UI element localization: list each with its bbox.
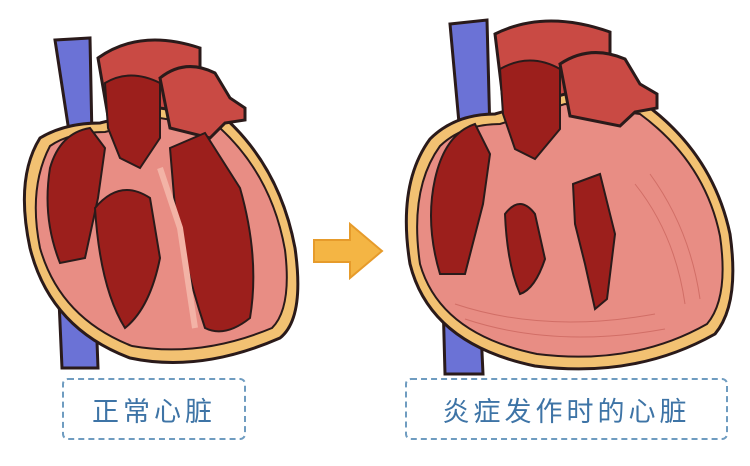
right-left-atrium — [498, 59, 561, 161]
right-right-atrium — [430, 122, 492, 275]
caption-normal-heart: 正常心脏 — [62, 378, 246, 440]
left-septum — [157, 167, 198, 329]
inflamed-heart-illustration — [404, 18, 735, 376]
normal-heart-illustration — [22, 36, 300, 370]
right-pulmonary-trunk — [558, 51, 659, 128]
left-left-atrium — [103, 74, 161, 170]
right-heart-muscle — [416, 102, 724, 358]
right-right-ventricle — [503, 203, 547, 296]
right-muscle-fibres — [454, 173, 701, 338]
left-right-atrium — [46, 126, 107, 265]
right-arrow-icon — [313, 222, 384, 280]
left-pulmonary-trunk — [158, 65, 247, 140]
caption-inflamed-heart: 炎症发作时的心脏 — [405, 378, 728, 440]
left-right-ventricle — [93, 189, 162, 330]
right-left-ventricle — [571, 172, 617, 311]
